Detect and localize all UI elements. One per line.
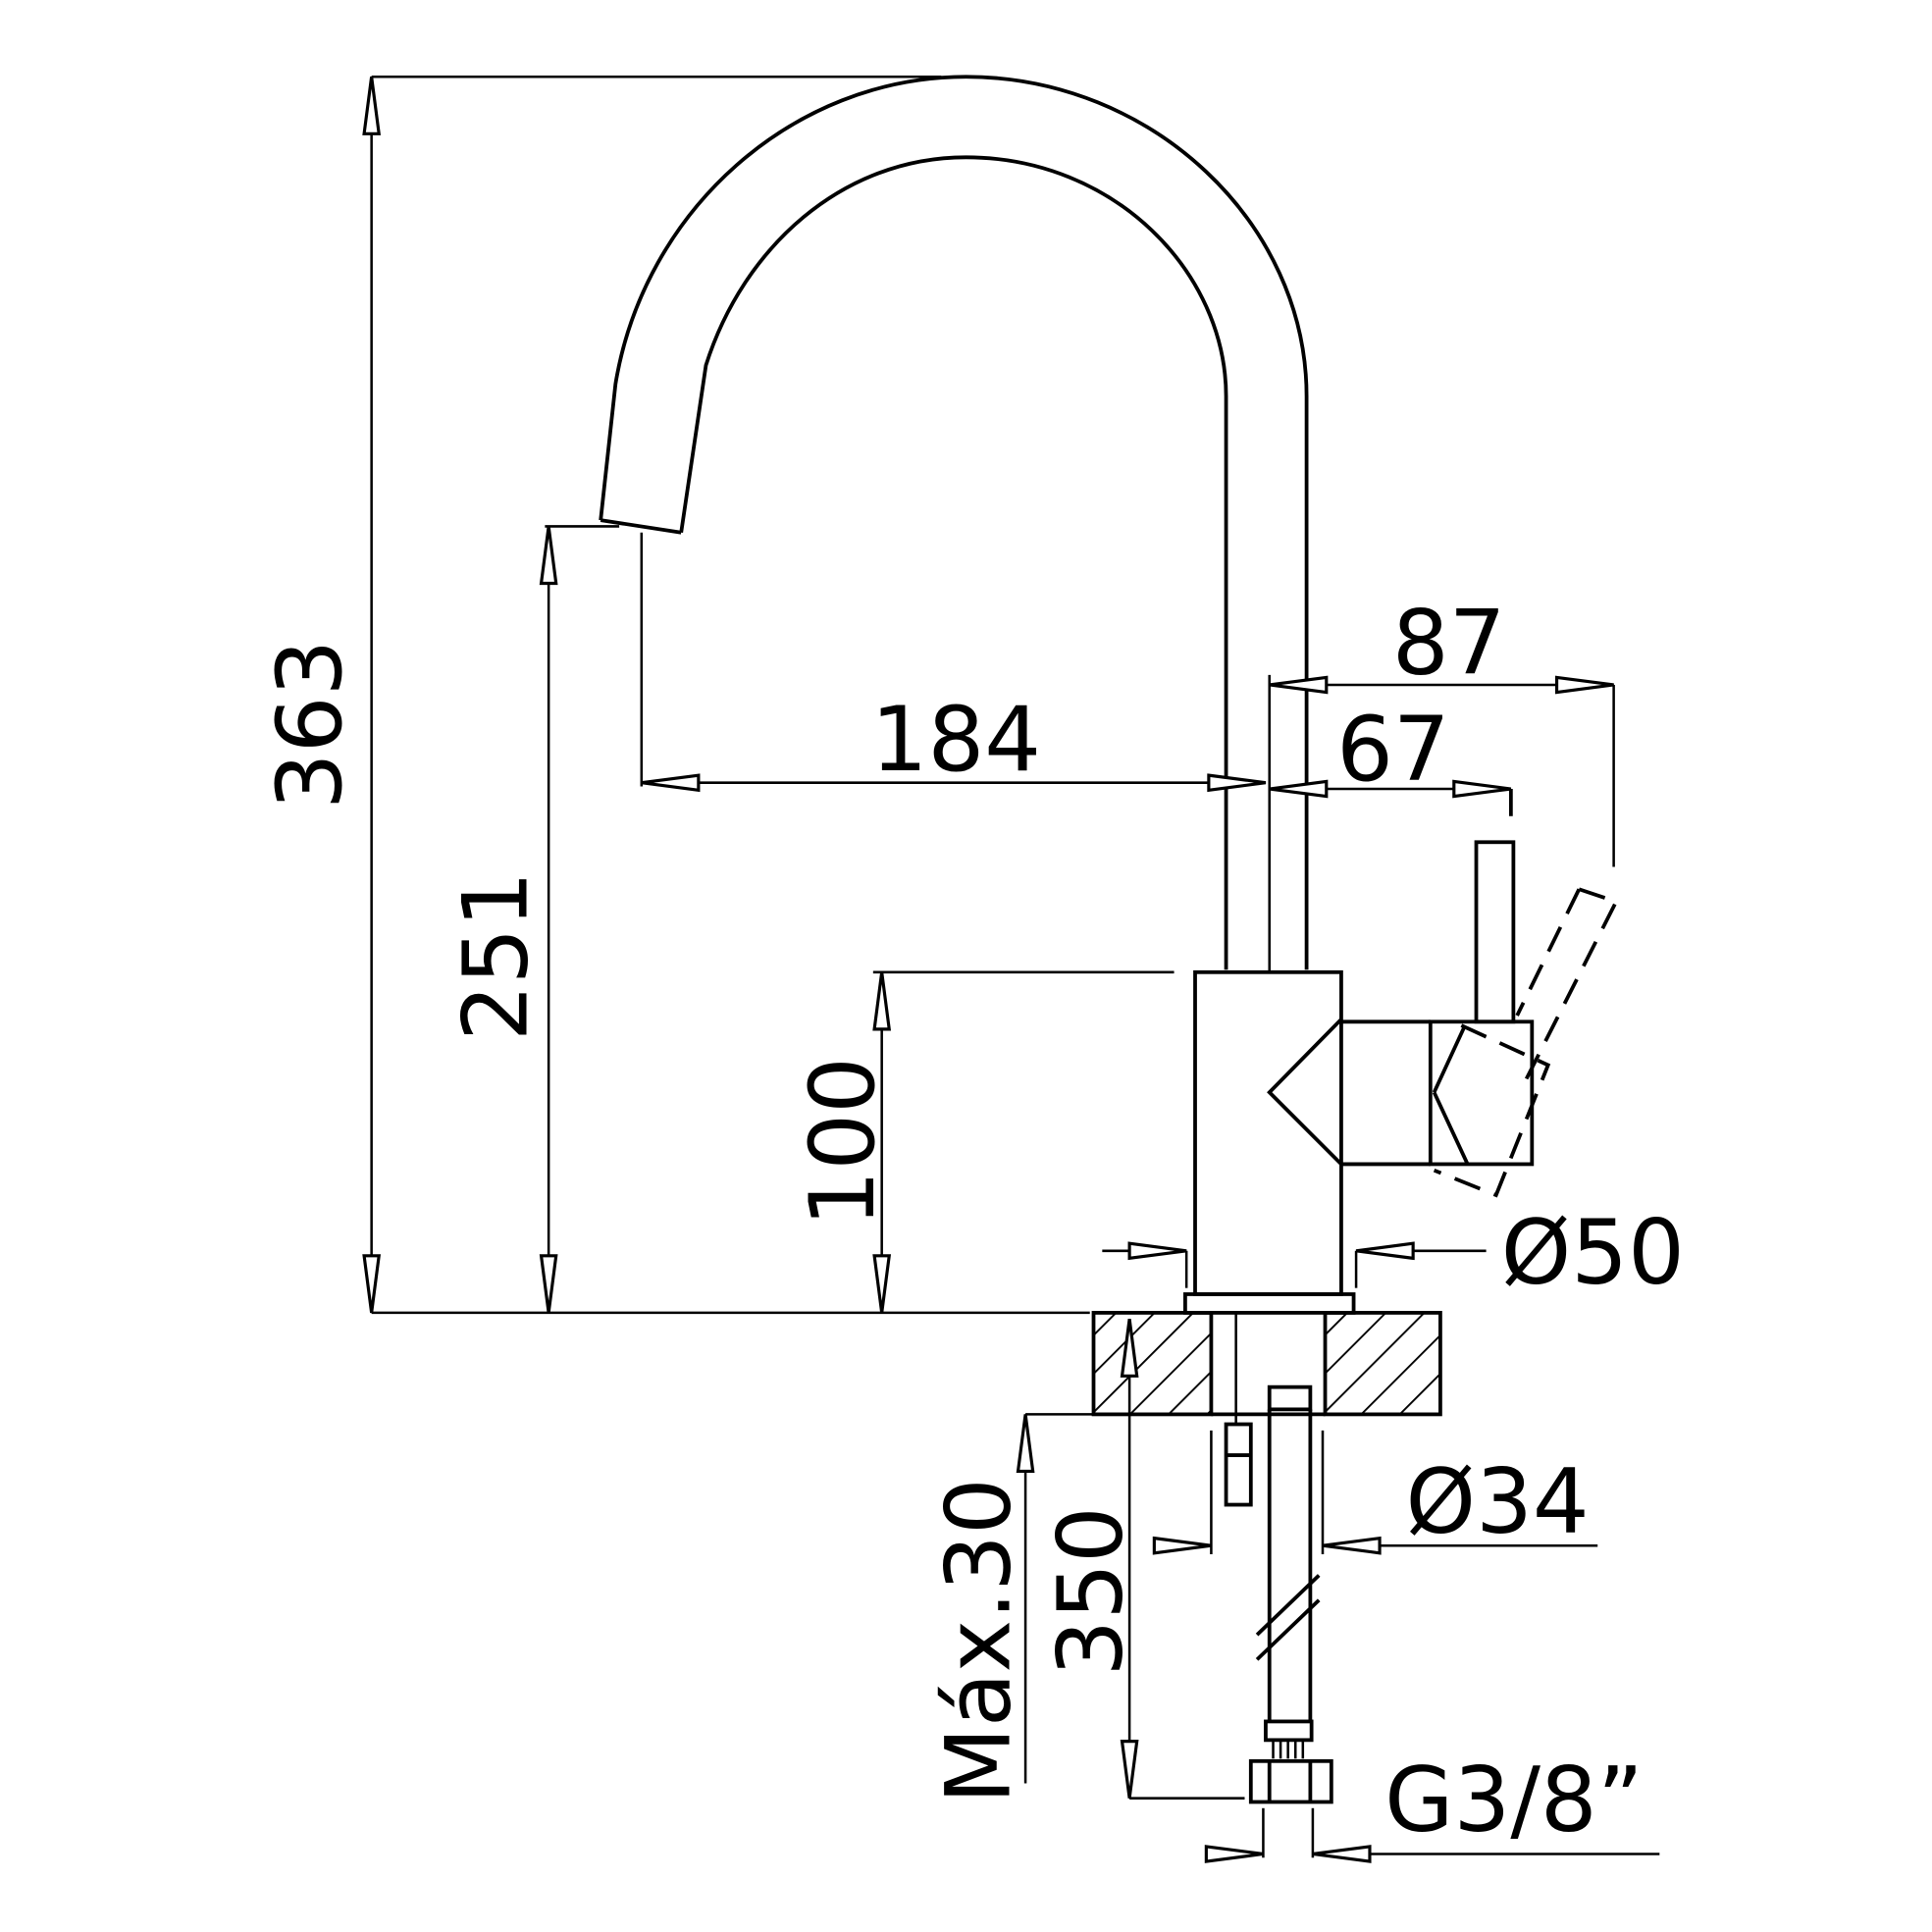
- supply-hose: [1224, 1312, 1333, 1804]
- dim-hose-length: 350: [1039, 1506, 1142, 1676]
- dim-spout-height: 251: [444, 871, 548, 1041]
- dimension-lines: [362, 75, 1660, 1863]
- dim-spout-reach: 184: [871, 689, 1041, 792]
- dim-connection-thread: G3/8”: [1384, 1749, 1644, 1853]
- dim-body-diameter: Ø50: [1501, 1202, 1685, 1305]
- dim-lever-reach-open: 87: [1392, 593, 1506, 696]
- faucet-body: [1183, 840, 1535, 1315]
- dim-hole-diameter: Ø34: [1406, 1450, 1590, 1553]
- countertop-section: [1091, 1311, 1442, 1417]
- lever-open-position: [1433, 887, 1619, 1198]
- spout: [599, 75, 1309, 970]
- dim-body-height: 100: [792, 1057, 895, 1227]
- dim-max-thickness: Máx.30: [928, 1478, 1031, 1803]
- dim-lever-reach: 67: [1336, 699, 1450, 802]
- dim-total-height: 363: [259, 640, 362, 809]
